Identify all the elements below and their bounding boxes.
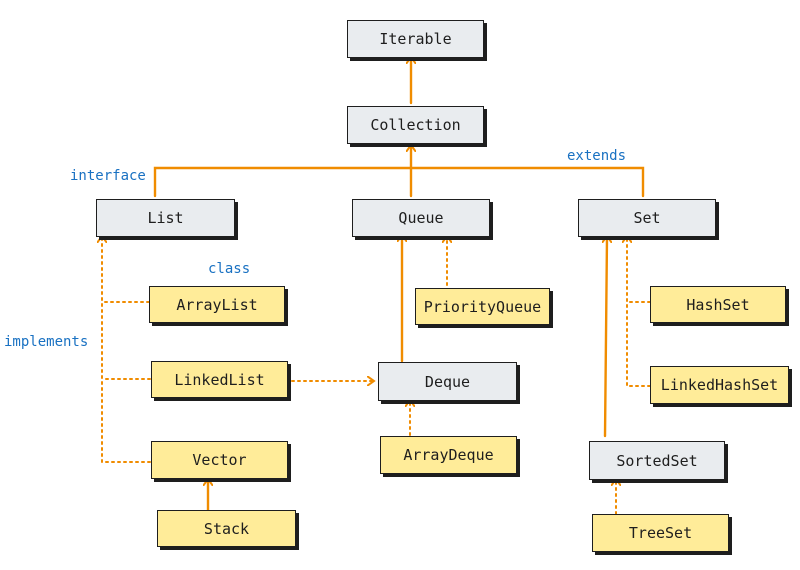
label-extends: extends [567, 148, 627, 164]
edge-vector-list [102, 237, 151, 463]
node-treeset-label: TreeSet [628, 524, 693, 542]
node-linkedlist-label: LinkedList [174, 370, 265, 389]
node-vector-label: Vector [192, 451, 247, 469]
node-queue-label: Queue [398, 209, 444, 227]
edge-list-collection [153, 166, 413, 198]
edge-sortedset-set [605, 237, 607, 438]
node-vector[interactable]: Vector [151, 441, 288, 479]
node-list-label: List [147, 209, 184, 227]
label-interface: interface [70, 168, 146, 184]
node-sortedset-label: SortedSet [616, 451, 698, 470]
node-arraydeque-label: ArrayDeque [403, 446, 494, 464]
label-implements: implements [4, 334, 89, 350]
node-linkedhashset-label: LinkedHashSet [660, 376, 779, 394]
node-hashset-label: HashSet [686, 295, 750, 314]
node-set-label: Set [633, 209, 661, 227]
node-priorityqueue[interactable]: PriorityQueue [415, 288, 550, 325]
node-arraylist-label: ArrayList [176, 295, 258, 314]
node-deque-label: Deque [424, 372, 471, 391]
node-treeset[interactable]: TreeSet [592, 514, 729, 552]
edge-set-collection [409, 166, 645, 198]
node-arraydeque[interactable]: ArrayDeque [380, 436, 517, 474]
edge-linkedhashset-set [627, 237, 651, 387]
node-linkedlist[interactable]: LinkedList [151, 361, 288, 398]
node-list[interactable]: List [96, 199, 235, 237]
node-hashset[interactable]: HashSet [650, 286, 786, 323]
node-iterable-label: Iterable [379, 30, 452, 48]
node-stack-label: Stack [203, 519, 250, 538]
node-collection[interactable]: Collection [347, 106, 484, 144]
node-sortedset[interactable]: SortedSet [589, 441, 725, 480]
node-set[interactable]: Set [578, 199, 716, 237]
node-iterable[interactable]: Iterable [347, 20, 484, 58]
label-class: class [208, 261, 251, 277]
node-stack[interactable]: Stack [157, 510, 296, 547]
node-priorityqueue-label: PriorityQueue [423, 297, 542, 316]
node-queue[interactable]: Queue [352, 199, 490, 237]
node-linkedhashset[interactable]: LinkedHashSet [650, 366, 789, 404]
node-deque[interactable]: Deque [378, 362, 517, 401]
node-collection-label: Collection [370, 116, 461, 134]
node-arraylist[interactable]: ArrayList [149, 286, 285, 323]
